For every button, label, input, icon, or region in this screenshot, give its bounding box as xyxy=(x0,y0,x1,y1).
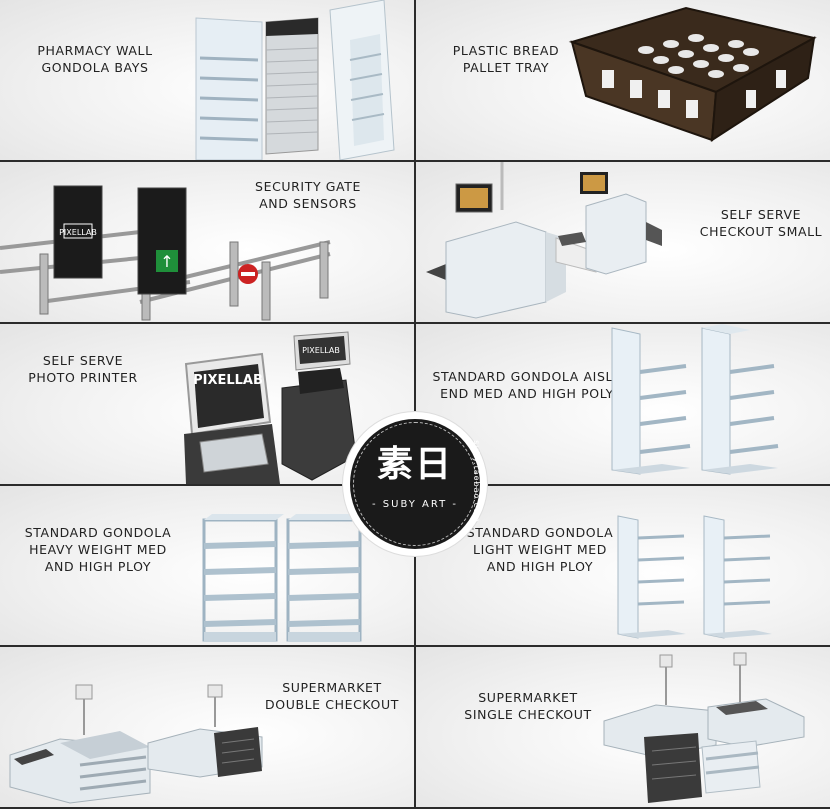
tile-gondola-aisle-end[interactable]: STANDARD GONDOLA AISLE END MED AND HIGH … xyxy=(416,324,830,484)
tile-label: SUPERMARKET SINGLE CHECKOUT xyxy=(464,690,592,722)
tile-single-checkout[interactable]: SUPERMARKET SINGLE CHECKOUT xyxy=(416,647,830,807)
gondola-heavy-image xyxy=(202,514,368,642)
tile-security-gate[interactable]: SECURITY GATE AND SENSORS PIXELLAB ↑ xyxy=(0,162,414,322)
suby-art-watermark: 素日 - SUBY ART - suby.taobao.com xyxy=(343,412,487,556)
tile-pharmacy-wall[interactable]: PHARMACY WALL GONDOLA BAYS xyxy=(0,0,414,160)
watermark-ring xyxy=(353,422,477,546)
tile-gondola-heavy[interactable]: STANDARD GONDOLA HEAVY WEIGHT MED AND HI… xyxy=(0,486,414,645)
kiosk-screen-text: PIXELLAB xyxy=(302,346,340,355)
watermark-disc: 素日 - SUBY ART - suby.taobao.com xyxy=(350,419,482,549)
tile-bread-tray[interactable]: PLASTIC BREAD PALLET TRAY xyxy=(416,0,830,160)
tile-double-checkout[interactable]: SUPERMARKET DOUBLE CHECKOUT xyxy=(0,647,414,807)
tile-label: PHARMACY WALL GONDOLA BAYS xyxy=(37,43,153,75)
tile-photo-printer[interactable]: SELF SERVE PHOTO PRINTER PIXELLAB PIXELL… xyxy=(0,324,414,484)
gondola-aisle-end-image xyxy=(611,324,779,475)
double-checkout-image xyxy=(9,684,263,804)
self-checkout-image xyxy=(426,162,662,319)
bread-tray-image xyxy=(568,6,817,142)
arrow-up-icon: ↑ xyxy=(160,252,173,271)
watermark-url: suby.taobao.com xyxy=(472,440,482,523)
gondola-light-image xyxy=(617,515,772,639)
printer-screen-text: PIXELLAB xyxy=(193,373,263,388)
tile-label: STANDARD GONDOLA LIGHT WEIGHT MED AND HI… xyxy=(466,525,614,574)
gate-screen-text: PIXELLAB xyxy=(59,228,97,237)
tile-gondola-light[interactable]: STANDARD GONDOLA LIGHT WEIGHT MED AND HI… xyxy=(416,486,830,645)
tile-label: STANDARD GONDOLA AISLE END MED AND HIGH … xyxy=(432,369,622,401)
single-checkout-image xyxy=(603,652,805,803)
tile-label: SELF SERVE PHOTO PRINTER xyxy=(28,353,138,385)
watermark-name: - SUBY ART - xyxy=(371,499,458,510)
tile-label: SUPERMARKET DOUBLE CHECKOUT xyxy=(265,680,399,712)
security-gate-image: PIXELLAB ↑ xyxy=(0,185,331,321)
watermark-glyph: 素日 xyxy=(376,444,453,485)
tile-label: PLASTIC BREAD PALLET TRAY xyxy=(452,43,560,75)
photo-printer-image: PIXELLAB PIXELLAB xyxy=(184,331,357,484)
tile-self-checkout-small[interactable]: SELF SERVE CHECKOUT SMALL xyxy=(416,162,830,322)
tile-label: SECURITY GATE AND SENSORS xyxy=(255,179,361,211)
tile-label: SELF SERVE CHECKOUT SMALL xyxy=(699,207,823,239)
pharmacy-gondola-image xyxy=(195,0,395,160)
tile-label: STANDARD GONDOLA HEAVY WEIGHT MED AND HI… xyxy=(24,525,172,574)
